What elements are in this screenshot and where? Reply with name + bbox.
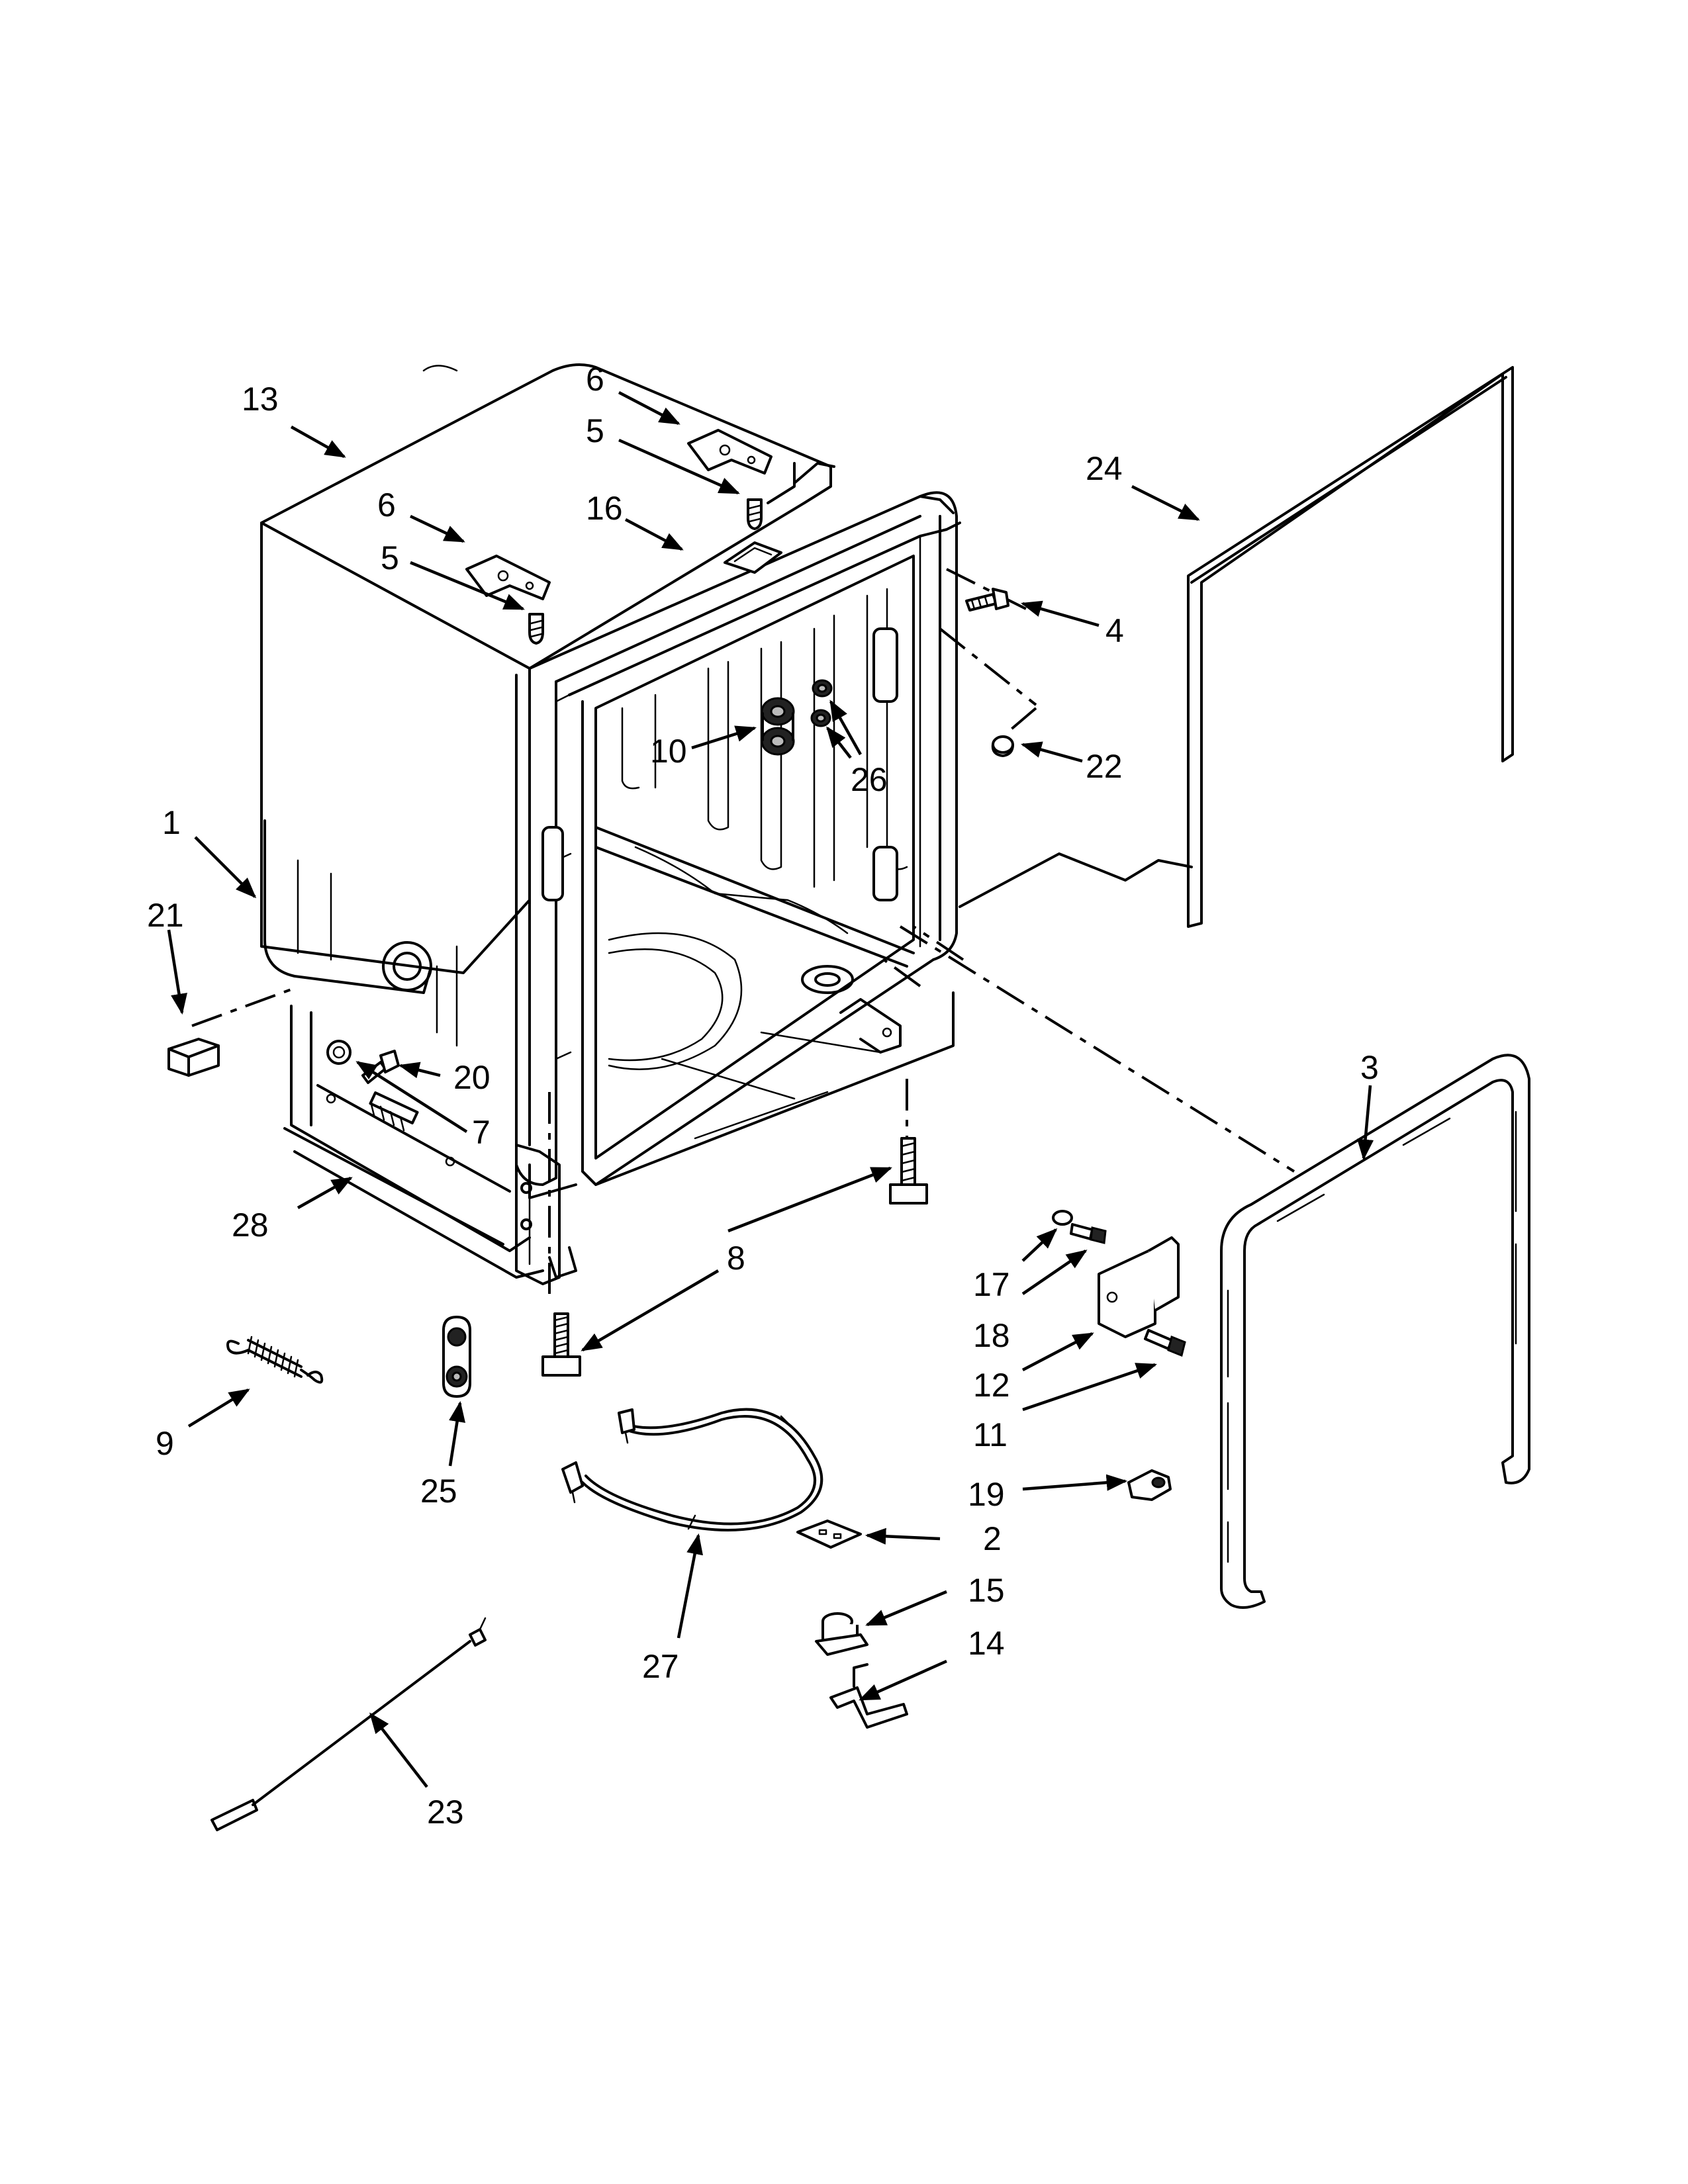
bracket-12 <box>1098 1236 1180 1338</box>
callout-11: 11 <box>973 1416 1008 1453</box>
inlet-grommet-10 <box>761 697 795 756</box>
leader-2 <box>865 1527 941 1545</box>
leader-8a <box>727 1166 892 1233</box>
callout-22: 22 <box>1086 748 1123 785</box>
callout-27: 27 <box>642 1648 679 1685</box>
leader-28 <box>297 1177 353 1209</box>
hinge-bracket-left <box>465 555 551 600</box>
hinge-bracket-right <box>687 429 773 475</box>
callout-5b: 5 <box>586 412 604 449</box>
leveling-leg-8-left <box>541 1312 581 1377</box>
leader-27 <box>677 1533 703 1639</box>
plate-2 <box>796 1520 862 1549</box>
screw-11 <box>1144 1329 1186 1357</box>
grommet-7 <box>326 1040 352 1065</box>
plug-22 <box>991 735 1014 757</box>
leader-10 <box>691 725 757 750</box>
assembly-guide-lines <box>191 568 1295 1294</box>
callout-12: 12 <box>973 1367 1010 1404</box>
leader-20 <box>398 1062 441 1079</box>
leader-4 <box>1020 600 1100 627</box>
leader-5b <box>618 438 740 495</box>
leader-17 <box>1021 1228 1058 1262</box>
leader-1 <box>194 836 257 899</box>
leader-19 <box>1022 1474 1128 1491</box>
leader-6b <box>618 391 680 425</box>
leader-15 <box>865 1590 947 1627</box>
leader-22 <box>1020 741 1083 763</box>
callout-1: 1 <box>162 804 181 841</box>
callout-13: 13 <box>242 381 279 418</box>
tub-gasket-3 <box>1220 1054 1530 1609</box>
callout-6b: 6 <box>586 361 604 398</box>
vent-clip <box>724 541 782 574</box>
float-switch-15 <box>815 1612 868 1656</box>
leader-16 <box>624 518 684 551</box>
callout-2: 2 <box>983 1520 1002 1557</box>
callout-20: 20 <box>453 1059 491 1096</box>
leader-3 <box>1357 1085 1374 1161</box>
leader-18 <box>1021 1250 1088 1295</box>
screw-18 <box>1070 1223 1107 1244</box>
callout-19: 19 <box>968 1476 1005 1513</box>
callout-21: 21 <box>147 897 184 934</box>
callout-28: 28 <box>232 1206 269 1244</box>
probe-23 <box>211 1617 487 1831</box>
leader-5a <box>410 561 525 611</box>
foot-21 <box>167 1038 220 1077</box>
leader-arrows <box>167 391 1374 1788</box>
callout-9: 9 <box>156 1425 174 1462</box>
leader-26a <box>829 700 862 756</box>
callout-10: 10 <box>650 733 687 770</box>
base-frame <box>283 998 902 1285</box>
callout-24: 24 <box>1086 450 1123 487</box>
leveling-leg-8-right <box>889 1137 928 1205</box>
leader-21 <box>167 929 187 1015</box>
leader-12 <box>1021 1332 1094 1371</box>
washer-17 <box>1052 1210 1073 1226</box>
callout-4: 4 <box>1105 612 1124 649</box>
callout-3: 3 <box>1360 1049 1379 1086</box>
callout-25: 25 <box>420 1473 457 1510</box>
leader-25 <box>448 1400 466 1467</box>
door-gasket-24 <box>1187 366 1514 928</box>
spring-9 <box>226 1336 324 1384</box>
wire-harness-27 <box>561 1408 823 1531</box>
screw-right-5 <box>747 498 763 530</box>
callout-18: 18 <box>973 1317 1010 1354</box>
leader-14 <box>859 1659 947 1702</box>
screw-left-5 <box>528 613 544 645</box>
tub-assembly <box>260 363 961 1199</box>
callout-17: 17 <box>973 1266 1010 1303</box>
callout-6a: 6 <box>377 486 396 523</box>
leader-6a <box>410 514 465 543</box>
callout-7: 7 <box>472 1114 491 1151</box>
clip-19 <box>1127 1469 1172 1501</box>
leader-9 <box>187 1388 250 1428</box>
leader-23 <box>369 1712 428 1788</box>
screw-4 <box>965 588 1009 612</box>
callout-5a: 5 <box>381 539 399 576</box>
leader-8b <box>581 1269 720 1351</box>
callout-23: 23 <box>427 1794 464 1831</box>
callout-8: 8 <box>727 1240 745 1277</box>
leader-24 <box>1131 484 1200 522</box>
leader-11 <box>1022 1363 1157 1412</box>
callout-14: 14 <box>968 1625 1005 1662</box>
leader-26b <box>826 726 852 759</box>
leader-13 <box>290 426 346 458</box>
leader-7 <box>355 1061 468 1133</box>
callout-labels: 13 6 5 6 5 16 24 4 22 10 26 1 21 20 7 28… <box>147 361 1379 1831</box>
callout-16: 16 <box>586 490 623 527</box>
connector-25 <box>442 1316 471 1398</box>
callout-15: 15 <box>968 1572 1005 1609</box>
callout-26: 26 <box>851 761 888 798</box>
